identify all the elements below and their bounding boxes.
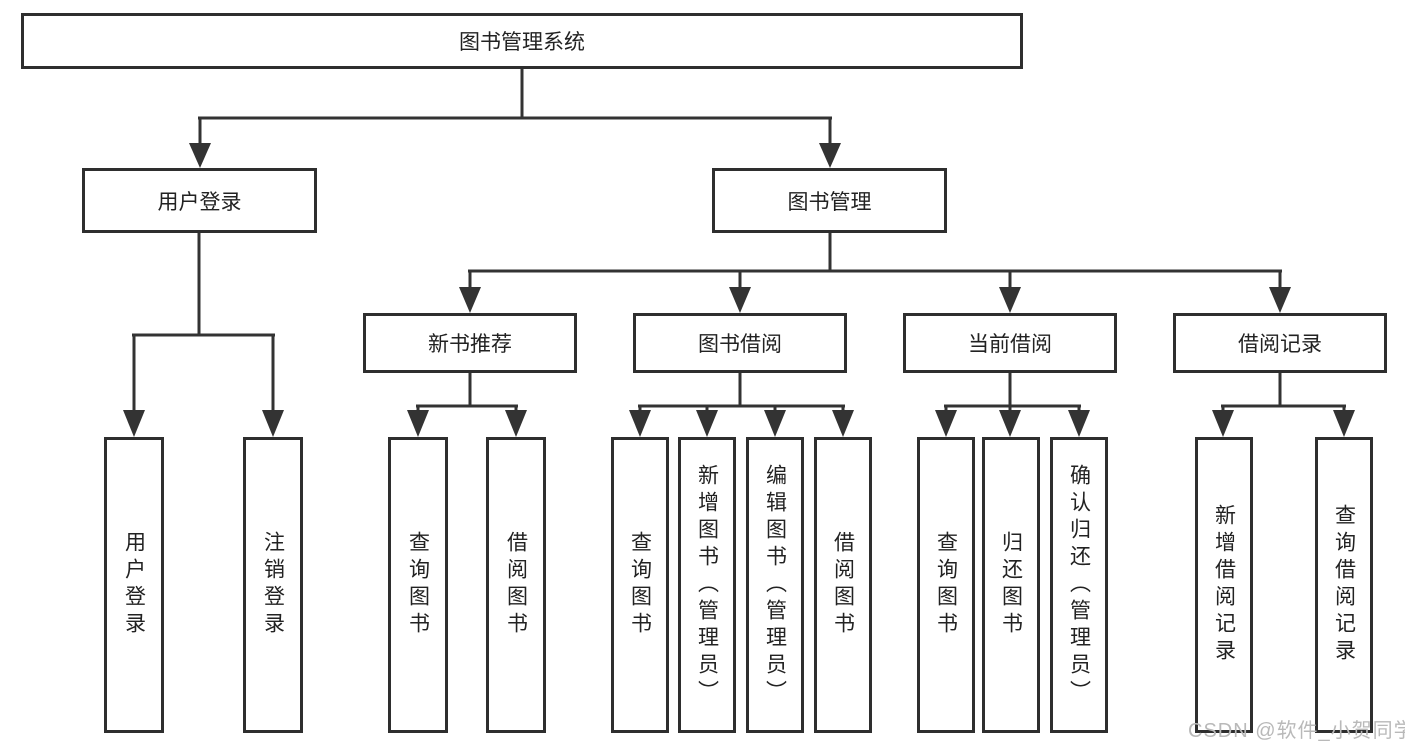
node-label: 图书管理系统 [459,31,585,54]
node-leaf-edit-books-admin: 编辑图书（管理员） [746,437,804,733]
node-label: 图书借阅 [698,333,782,356]
node-label: 借阅图书 [504,531,528,639]
node-label: 借阅图书 [831,531,855,639]
node-label: 图书管理 [787,190,872,214]
node-leaf-query-books-3: 查询图书 [917,437,975,733]
node-leaf-borrow-books-2: 借阅图书 [814,437,872,733]
node-label: 注销登录 [261,531,285,639]
node-label: 查询图书 [628,531,652,639]
node-label: 查询图书 [934,531,958,639]
node-label: 用户登录 [157,190,242,214]
node-book-management: 图书管理 [712,168,947,233]
node-leaf-borrow-books-1: 借阅图书 [486,437,546,733]
node-label: 归还图书 [999,531,1023,639]
node-label: 确认归还（管理员） [1067,463,1091,707]
node-label: 新增借阅记录 [1212,504,1236,666]
node-label: 编辑图书（管理员） [763,463,787,707]
node-label: 新书推荐 [428,333,512,356]
node-leaf-logout: 注销登录 [243,437,303,733]
node-leaf-return-books: 归还图书 [982,437,1040,733]
node-leaf-add-borrow-record: 新增借阅记录 [1195,437,1253,733]
node-leaf-confirm-return-admin: 确认归还（管理员） [1050,437,1108,733]
node-library-management-system: 图书管理系统 [21,13,1023,69]
node-leaf-query-books-1: 查询图书 [388,437,448,733]
node-label: 当前借阅 [968,333,1052,356]
node-user-login: 用户登录 [82,168,317,233]
node-leaf-user-login: 用户登录 [104,437,164,733]
node-leaf-query-books-2: 查询图书 [611,437,669,733]
node-label: 查询借阅记录 [1332,504,1356,666]
node-leaf-add-books-admin: 新增图书（管理员） [678,437,736,733]
node-leaf-query-borrow-record: 查询借阅记录 [1315,437,1373,733]
node-current-borrowing: 当前借阅 [903,313,1117,373]
node-new-book-recommendation: 新书推荐 [363,313,577,373]
csdn-watermark: CSDN @软件_小贺同学 [1188,720,1405,742]
node-label: 用户登录 [122,531,146,639]
node-label: 查询图书 [406,531,430,639]
node-label: 借阅记录 [1238,333,1322,356]
node-label: 新增图书（管理员） [695,463,719,707]
node-book-borrowing: 图书借阅 [633,313,847,373]
node-borrowing-records: 借阅记录 [1173,313,1387,373]
